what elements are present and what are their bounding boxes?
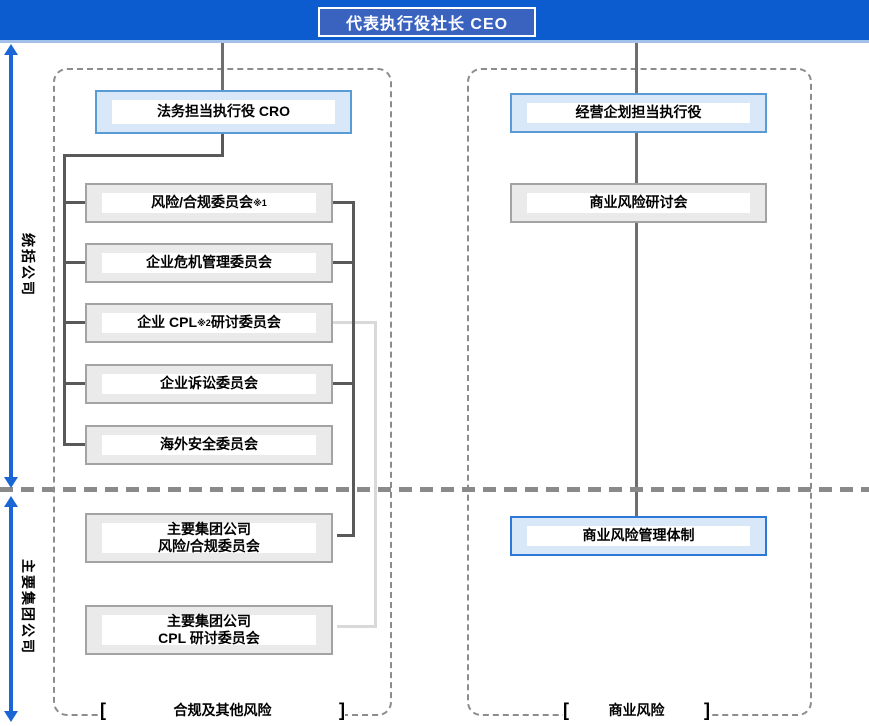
- committee-box-litigation: 企业诉讼委员会: [85, 364, 333, 404]
- business-risk-system-box: 商业风险管理体制: [510, 516, 767, 556]
- side-label-holding: 统括公司: [20, 233, 36, 297]
- exec-planning-box: 经营企划担当执行役: [510, 93, 767, 133]
- arrow-top-up-icon: [4, 44, 18, 55]
- stub-left-3: [63, 321, 85, 324]
- committee-label: 企业 CPL: [137, 314, 198, 331]
- right-footer-text: 商业风险: [608, 702, 665, 718]
- business-risk-council-label: 商业风险研讨会: [589, 194, 688, 211]
- connector-cro-down: [221, 134, 224, 157]
- connector-right-trunk: [352, 201, 355, 537]
- committee-box-overseas-safety: 海外安全委员会: [85, 425, 333, 465]
- stub-left-5: [63, 443, 85, 446]
- arrow-top-line: [9, 53, 13, 479]
- close-bracket: ]: [339, 699, 345, 720]
- side-label-group: 主要集团公司: [20, 559, 36, 655]
- stub-left-1: [63, 201, 85, 204]
- ceo-label: 代表执行役社长 CEO: [345, 16, 509, 33]
- open-bracket: [: [100, 699, 106, 720]
- stub-right-1: [333, 201, 352, 204]
- arrow-bottom-up-icon: [4, 496, 18, 507]
- cro-label: 法务担当执行役 CRO: [157, 103, 290, 120]
- connector-right-column: [635, 40, 638, 516]
- arrow-bottom-line: [9, 505, 13, 713]
- connector-left-trunk: [63, 154, 66, 446]
- group-committee-label: 主要集团公司风险/合规委员会: [158, 520, 260, 555]
- cro-box: 法务担当执行役 CRO: [95, 90, 352, 134]
- committee-box-cpl: 企业 CPL※2 研讨委员会: [85, 303, 333, 343]
- connector-cpl-trunk: [374, 321, 377, 628]
- section-divider: [0, 487, 869, 492]
- close-bracket: ]: [704, 699, 710, 720]
- exec-planning-label: 经营企划担当执行役: [575, 104, 702, 121]
- committee-label: 海外安全委员会: [160, 436, 258, 453]
- business-risk-system-label: 商业风险管理体制: [582, 527, 695, 544]
- committee-label: 企业诉讼委员会: [160, 375, 258, 392]
- arrow-top-down-icon: [4, 477, 18, 488]
- business-risk-council-box: 商业风险研讨会: [510, 183, 767, 223]
- committee-box-risk-compliance: 风险/合规委员会※1: [85, 183, 333, 223]
- committee-label: 企业危机管理委员会: [146, 254, 272, 271]
- group-committee-box-risk-compliance: 主要集团公司风险/合规委员会: [85, 513, 333, 563]
- connector-ceo-to-cro: [221, 40, 224, 92]
- left-footer-text: 合规及其他风险: [173, 702, 272, 718]
- committee-label-post: 研讨委员会: [210, 314, 281, 331]
- stub-left-2: [63, 261, 85, 264]
- connector-cpl-stub: [333, 321, 377, 324]
- left-footer-label: [ 合规及其他风险 ]: [100, 699, 345, 721]
- open-bracket: [: [563, 699, 569, 720]
- connector-cpl-bottom: [337, 625, 377, 628]
- committee-label: 风险/合规委员会: [151, 194, 254, 211]
- arrow-bottom-down-icon: [4, 711, 18, 722]
- stub-right-group: [337, 534, 355, 537]
- connector-cro-elbow: [63, 154, 224, 157]
- business-risk-container: [467, 68, 812, 716]
- right-footer-label: [ 商业风险 ]: [563, 699, 710, 721]
- ceo-box: 代表执行役社长 CEO: [318, 7, 536, 37]
- committee-box-crisis-mgmt: 企业危机管理委员会: [85, 243, 333, 283]
- stub-right-4: [333, 382, 352, 385]
- top-bar: 代表执行役社长 CEO: [0, 0, 869, 43]
- stub-right-2: [333, 261, 352, 264]
- stub-left-4: [63, 382, 85, 385]
